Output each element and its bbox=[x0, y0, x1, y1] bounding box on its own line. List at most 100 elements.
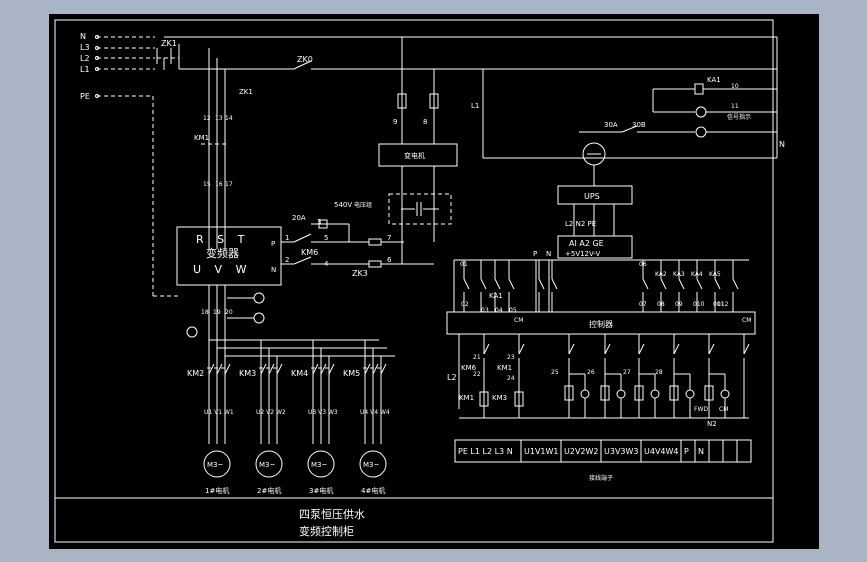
ka1-ctl-label: KA1 bbox=[489, 292, 503, 300]
wire-26: 26 bbox=[587, 369, 595, 376]
wire-10: 10 bbox=[731, 83, 739, 90]
km1-coil-label: KM1 bbox=[459, 394, 474, 402]
inverter-name: 变频器 bbox=[206, 246, 239, 260]
controller-input-5 bbox=[538, 260, 545, 312]
title-line-2: 变频控制柜 bbox=[299, 524, 354, 538]
wire-2: 2 bbox=[285, 256, 289, 264]
controller-input-10 bbox=[696, 260, 703, 312]
wire-9: 9 bbox=[393, 118, 397, 126]
fwd-label: FWD bbox=[694, 406, 708, 413]
fuse-9 bbox=[397, 93, 407, 109]
ai-volts: +5V12V-V bbox=[565, 250, 601, 258]
control-branch-4 bbox=[600, 334, 626, 418]
inverter-inputs: R S T bbox=[196, 233, 245, 246]
contactor-km5: KM5 bbox=[343, 369, 360, 378]
controller-input-3 bbox=[494, 260, 501, 312]
wire-15: 15 bbox=[203, 181, 211, 188]
di-05: 05 bbox=[509, 307, 517, 314]
zk1-top-label: ZK1 bbox=[161, 39, 177, 48]
ka3-label: KA3 bbox=[673, 271, 685, 278]
rt-meter bbox=[253, 292, 265, 304]
ka2-label: KA2 bbox=[655, 271, 667, 278]
zk1-label: ZK1 bbox=[239, 88, 253, 96]
di-08: 08 bbox=[657, 301, 665, 308]
terminal-spare bbox=[722, 439, 738, 463]
line-n-label: N bbox=[80, 32, 86, 41]
di-09: 09 bbox=[675, 301, 683, 308]
wire-1: 1 bbox=[285, 234, 289, 242]
inverter-outputs: U V W bbox=[193, 263, 247, 276]
controller-inputs bbox=[453, 259, 749, 312]
controller-label: 控制器 bbox=[589, 319, 613, 329]
zk3-label: ZK3 bbox=[352, 269, 368, 278]
motor-name: 1#电机 bbox=[205, 486, 229, 495]
inverter-p: P bbox=[271, 240, 275, 248]
di-11: 011 bbox=[713, 301, 725, 308]
motor-type: M3~ bbox=[311, 461, 327, 469]
line-l1-label: L1 bbox=[80, 65, 90, 74]
wire-23: 23 bbox=[507, 354, 515, 361]
wire-27: 27 bbox=[623, 369, 631, 376]
controller-input-12 bbox=[732, 260, 739, 312]
schematic-diagram: N L3 L2 L1 PE ZK1 ZK0 ZK1 12 13 14 KM1 1… bbox=[54, 19, 785, 543]
voltage-group: 电压组 bbox=[354, 201, 372, 209]
svg-text:U3V3W3: U3V3W3 bbox=[604, 447, 639, 456]
control-branch-2 bbox=[514, 334, 525, 418]
ka1-coil bbox=[694, 83, 704, 95]
terminal-cell: U2V2W2 bbox=[560, 439, 602, 463]
wire-20: 20 bbox=[225, 309, 233, 316]
wire-5: 5 bbox=[324, 234, 328, 242]
drawing-border bbox=[54, 19, 774, 543]
terminal-cell: U4V4W4 bbox=[640, 439, 682, 463]
motor-terminals: U1 V1 W1 bbox=[204, 409, 234, 416]
a20-label: 20A bbox=[292, 214, 306, 222]
wire-28: 28 bbox=[655, 369, 663, 376]
wire-16: 16 bbox=[215, 181, 223, 188]
motor-terminals: U3 V3 W3 bbox=[308, 409, 338, 416]
n-right-label: N bbox=[779, 140, 785, 149]
cm-bottom-label: CM bbox=[719, 406, 728, 413]
svg-text:P: P bbox=[684, 447, 689, 456]
motor-type: M3~ bbox=[259, 461, 275, 469]
controller-input-7 bbox=[642, 260, 649, 312]
controller-input-2 bbox=[480, 260, 487, 312]
control-branch-8 bbox=[743, 334, 750, 418]
signal-hint: 信号指示 bbox=[727, 113, 751, 121]
wire-12: 12 bbox=[203, 115, 211, 122]
motor-symbol bbox=[203, 450, 231, 478]
terminal-block-label: 接线端子 bbox=[589, 474, 613, 482]
control-branch-6 bbox=[669, 334, 695, 418]
wire-25: 25 bbox=[551, 369, 559, 376]
line-l2-label: L2 bbox=[80, 54, 90, 63]
pe-meter bbox=[186, 326, 198, 338]
svg-text:U1V1W1: U1V1W1 bbox=[524, 447, 559, 456]
schematic-frame: N L3 L2 L1 PE ZK1 ZK0 ZK1 12 13 14 KM1 1… bbox=[49, 14, 819, 549]
inverter-n: N bbox=[271, 266, 276, 274]
di-12: 012 bbox=[717, 301, 729, 308]
wire-14: 14 bbox=[225, 115, 233, 122]
km6-ctl-label: KM6 bbox=[461, 364, 477, 372]
controller-input-9 bbox=[678, 260, 685, 312]
svg-text:U2V2W2: U2V2W2 bbox=[564, 447, 599, 456]
wire-17: 17 bbox=[225, 181, 233, 188]
line-pe-label: PE bbox=[80, 92, 90, 101]
control-branch-7 bbox=[704, 334, 730, 418]
ka5-label: KA5 bbox=[709, 271, 721, 278]
controller-input-8 bbox=[660, 260, 667, 312]
a30-label: 30A bbox=[604, 121, 618, 129]
motor-terminals: U4 V4 W4 bbox=[360, 409, 390, 416]
terminal-spare bbox=[708, 439, 724, 463]
wire-4: 4 bbox=[324, 260, 329, 268]
wire-13: 13 bbox=[215, 115, 223, 122]
control-branch-5 bbox=[634, 334, 660, 418]
km1-ctl-label: KM1 bbox=[497, 364, 512, 372]
transformer-label: 变电机 bbox=[404, 151, 425, 160]
contactor-km2: KM2 bbox=[187, 369, 204, 378]
di-10: 010 bbox=[693, 301, 705, 308]
motor-symbol bbox=[307, 450, 335, 478]
ups-terms: L2 N2 PE bbox=[565, 220, 596, 228]
